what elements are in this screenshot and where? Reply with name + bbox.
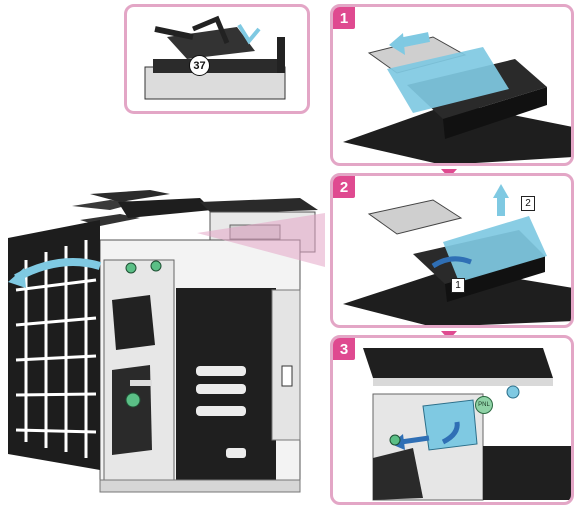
detail-inset-panel: 37 [124,4,310,114]
step-3-panel: 3 PNL [330,335,574,505]
pnl-tag: PNL [475,396,493,414]
step-3-badge: 3 [333,338,355,360]
step-3-illustration [363,348,571,501]
callout-connector [195,205,335,275]
callout-1-label: 1 [451,278,465,293]
step-2-badge: 2 [333,176,355,198]
finisher-detail-drawing [144,15,286,100]
callout-2-label: 2 [521,196,535,211]
step-1-illustration [343,32,571,163]
step-1-panel: 1 [330,4,574,166]
step-2-illustration [343,184,571,325]
step-1-badge: 1 [333,7,355,29]
callout-37-badge: 37 [189,55,210,76]
machine-illustration [0,180,330,505]
step-2-panel: 2 2 1 [330,173,574,328]
